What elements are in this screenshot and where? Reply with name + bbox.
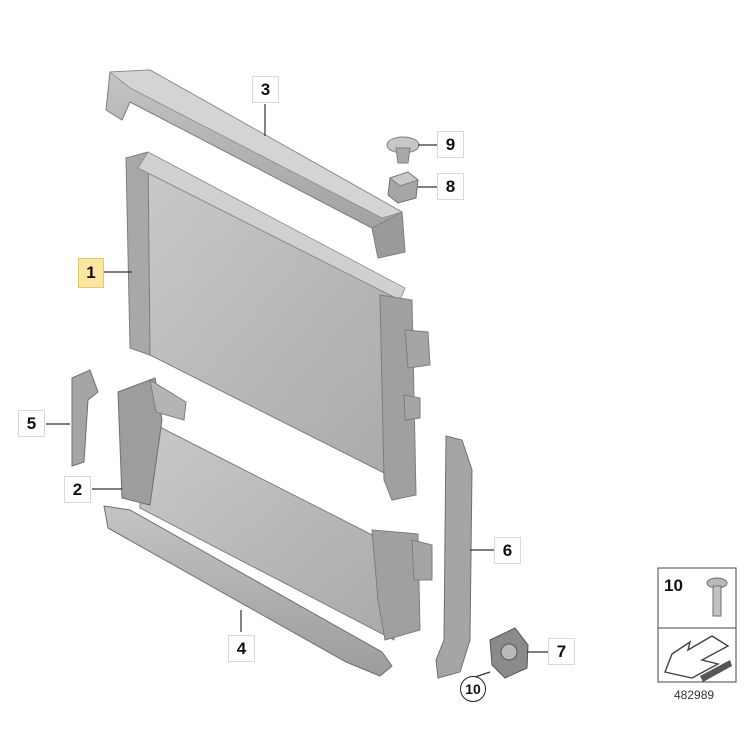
callout-8: 8 — [437, 173, 464, 200]
part-5-left-bracket[interactable] — [71, 369, 99, 467]
part-3-upper-air-duct[interactable] — [105, 69, 406, 259]
part-4-lower-air-duct[interactable] — [103, 505, 393, 677]
part-7-mount[interactable] — [489, 627, 529, 679]
part-1-radiator[interactable] — [125, 151, 431, 501]
callout-2: 2 — [64, 476, 91, 503]
callout-10: 10 — [460, 676, 486, 702]
leader-lines — [46, 104, 548, 679]
part-2-charge-air-cooler[interactable] — [117, 377, 433, 641]
callout-3: 3 — [252, 76, 279, 103]
callout-9: 9 — [437, 131, 464, 158]
callout-6: 6 — [494, 537, 521, 564]
screw-icon — [706, 577, 728, 617]
callout-7: 7 — [548, 638, 575, 665]
reference-number: 482989 — [674, 688, 715, 702]
callout-5: 5 — [18, 410, 45, 437]
legend-part-number: 10 — [664, 576, 683, 595]
part-6-side-air-guide[interactable] — [435, 435, 473, 679]
legend-box — [657, 567, 737, 683]
arrow-icon — [664, 635, 732, 682]
callout-4: 4 — [228, 635, 255, 662]
part-8-rubber-mount[interactable] — [387, 171, 420, 204]
callout-1: 1 — [78, 258, 104, 288]
part-9-clip[interactable] — [386, 136, 420, 164]
